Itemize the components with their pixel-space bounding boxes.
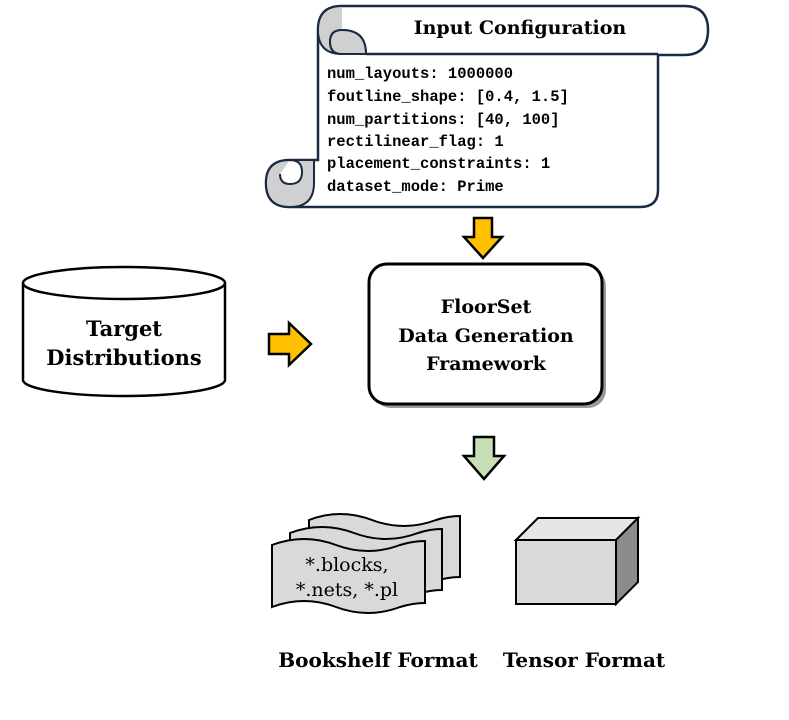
cylinder-top bbox=[21, 265, 227, 301]
target-label-line1: Target bbox=[86, 316, 162, 341]
tensor-cube-icon bbox=[513, 515, 641, 607]
down-arrow-icon bbox=[461, 435, 507, 481]
bookshelf-files-line1: *.blocks, bbox=[305, 554, 388, 576]
framework-line3: Framework bbox=[426, 353, 547, 375]
config-line: dataset_mode: Prime bbox=[327, 178, 504, 196]
framework-line2: Data Generation bbox=[398, 325, 574, 347]
down-arrow-icon bbox=[461, 216, 505, 260]
config-line: placement_constraints: 1 bbox=[327, 155, 550, 173]
target-label-line2: Distributions bbox=[46, 345, 201, 370]
bookshelf-documents-icon: *.blocks, *.nets, *.pl bbox=[271, 513, 461, 614]
right-arrow-icon bbox=[267, 320, 313, 368]
floorset-framework-box: FloorSet Data Generation Framework bbox=[367, 262, 606, 408]
cube-side bbox=[615, 515, 639, 607]
input-config-title: Input Configuration bbox=[414, 17, 627, 39]
input-config-lines: num_layouts: 1000000 foutline_shape: [0.… bbox=[327, 65, 569, 196]
doc-front bbox=[271, 538, 426, 614]
framework-rect bbox=[367, 262, 604, 406]
scroll-bottom-curl bbox=[264, 159, 315, 209]
cube-front bbox=[515, 539, 617, 605]
tensor-format-caption: Tensor Format bbox=[503, 648, 666, 672]
config-line: foutline_shape: [0.4, 1.5] bbox=[327, 88, 569, 106]
bookshelf-files-line2: *.nets, *.pl bbox=[296, 579, 398, 601]
input-configuration-scroll: Input Configuration num_layouts: 1000000… bbox=[264, 4, 710, 209]
config-line: num_partitions: [40, 100] bbox=[327, 111, 560, 129]
cylinder-body bbox=[21, 283, 227, 398]
config-line: rectilinear_flag: 1 bbox=[327, 133, 504, 151]
config-line: num_layouts: 1000000 bbox=[327, 65, 513, 83]
bookshelf-format-caption: Bookshelf Format bbox=[278, 648, 478, 672]
scroll-top-curl-inner bbox=[328, 28, 368, 55]
framework-line1: FloorSet bbox=[441, 296, 532, 318]
target-distributions-cylinder: Target Distributions bbox=[21, 265, 227, 398]
